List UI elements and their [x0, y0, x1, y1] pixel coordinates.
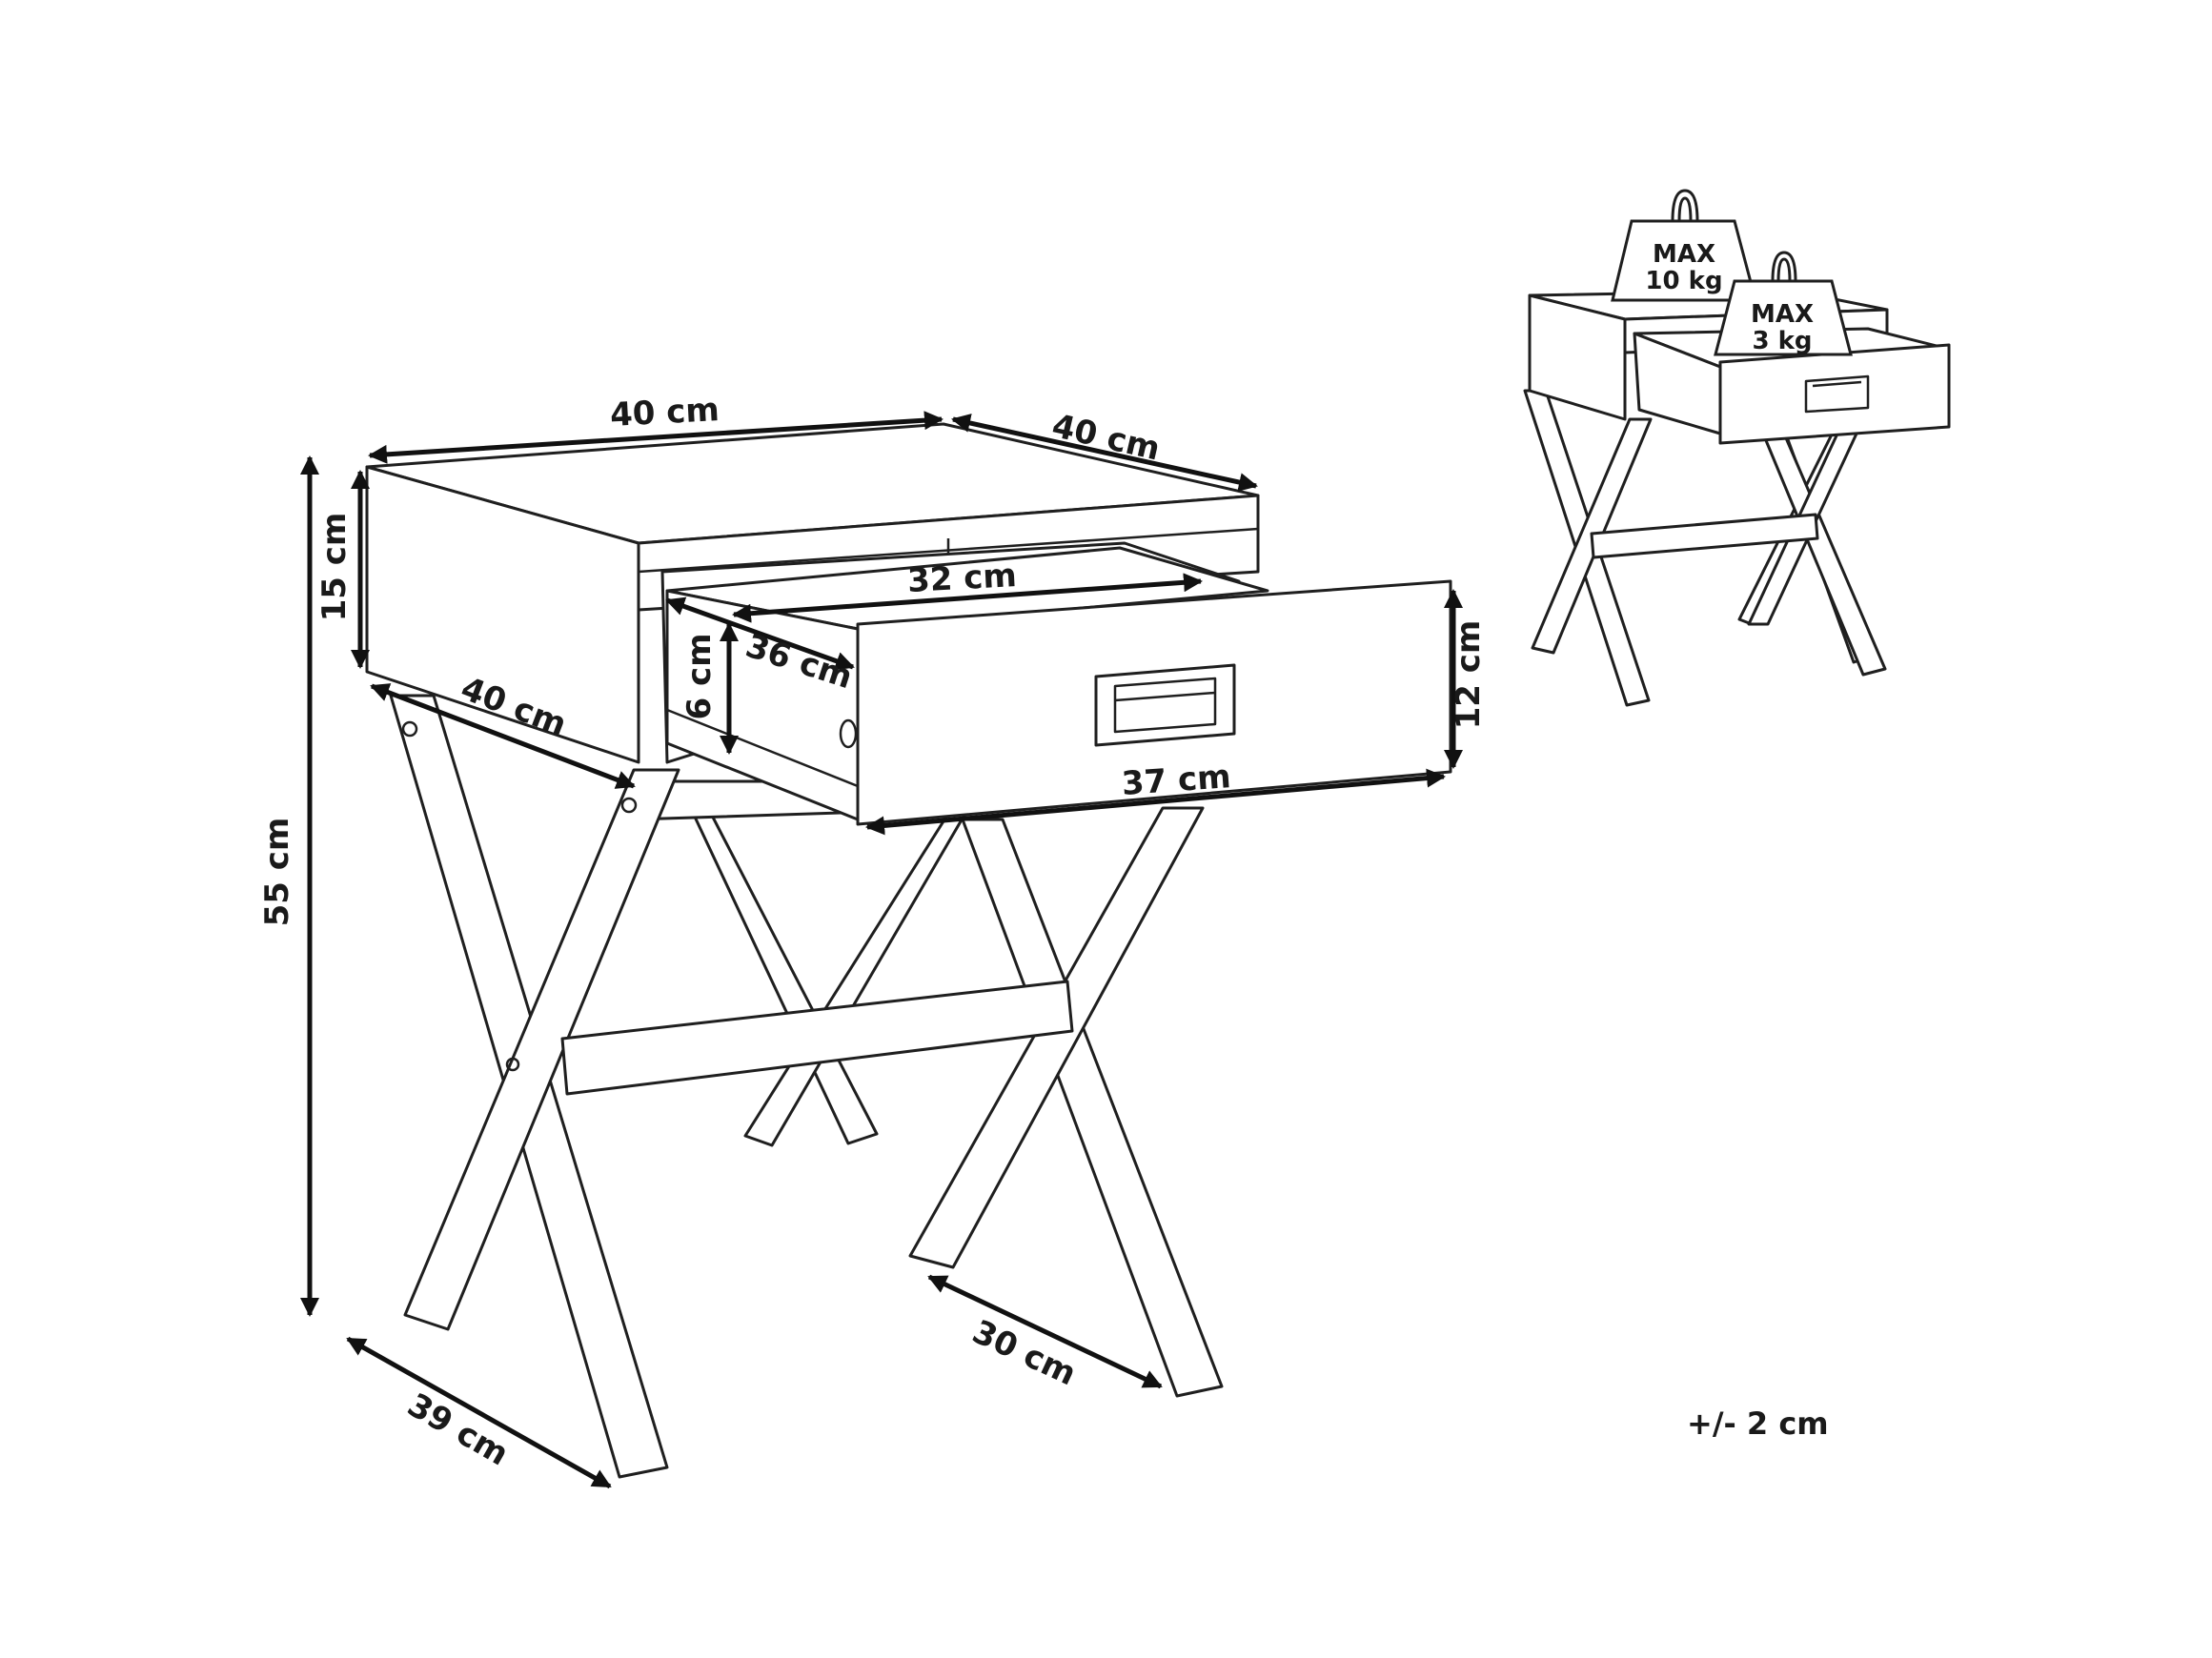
load-top-label: MAX — [1653, 240, 1715, 269]
arrow-drawer-front-width — [865, 768, 1446, 836]
back-legs — [684, 797, 976, 1147]
label-drawer-front-height: 12 cm — [1450, 620, 1488, 730]
tolerance-note: +/- 2 cm — [1687, 1405, 1829, 1442]
arrow-top-depth — [951, 414, 1258, 492]
drawer-handle — [1094, 663, 1236, 747]
front-right-x-legs — [908, 806, 1224, 1398]
load-drawer-value: 3 kg — [1752, 327, 1812, 355]
label-drawer-inner-width: 32 cm — [906, 556, 1018, 600]
arrow-side-depth — [370, 683, 636, 789]
load-drawer-label: MAX — [1751, 300, 1814, 329]
label-leg-depth-right: 30 cm — [966, 1313, 1082, 1394]
dimension-arrows — [300, 411, 1463, 1489]
weight-drawer-icon — [1714, 251, 1853, 356]
label-drawer-inner-height: 6 cm — [680, 633, 719, 719]
arrow-top-width — [368, 411, 944, 464]
label-top-width: 40 cm — [609, 391, 720, 435]
load-limit-illustration: MAX 10 kg MAX 3 kg — [1523, 189, 1951, 707]
arrow-leg-depth-right — [927, 1274, 1163, 1389]
label-total-height: 55 cm — [258, 818, 296, 927]
side-rail — [560, 980, 1074, 1096]
front-left-x-legs — [389, 694, 680, 1479]
label-drawer-front-width: 37 cm — [1121, 758, 1232, 803]
arrow-leg-depth-left — [346, 1336, 612, 1489]
arrow-drawer-inner-depth — [665, 596, 855, 671]
weight-top-icon — [1611, 189, 1757, 302]
load-top-value: 10 kg — [1645, 267, 1722, 295]
label-top-height: 15 cm — [315, 513, 354, 622]
